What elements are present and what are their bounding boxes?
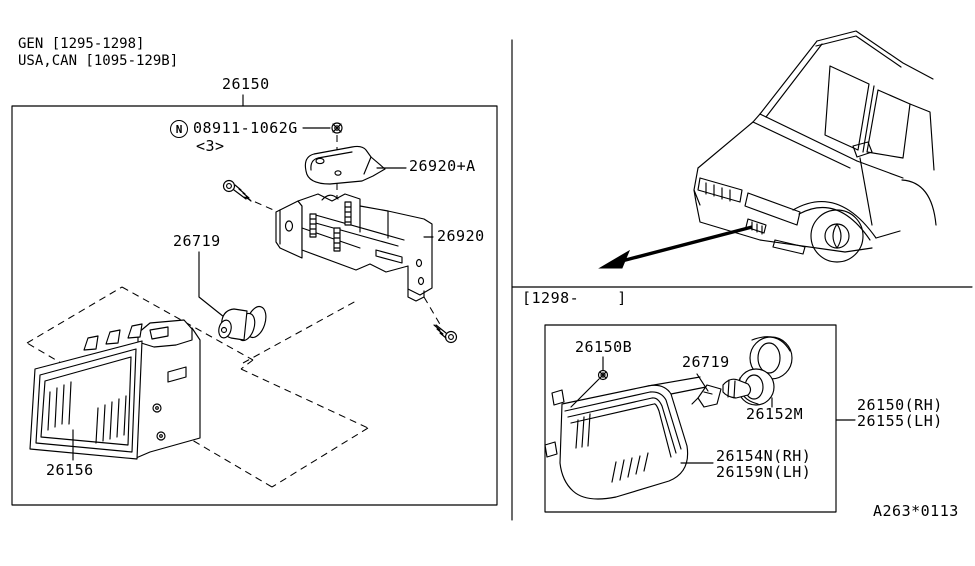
pointer-arrow xyxy=(598,225,753,269)
nut-icon xyxy=(302,122,343,134)
bulb-26719-early-drawing xyxy=(198,251,267,342)
fog-lamp-26156-drawing xyxy=(29,319,201,461)
part-label-26159N-lh: 26159N(LH) xyxy=(716,463,812,481)
part-label-26150B: 26150B xyxy=(575,338,633,356)
fog-lamp-late-drawing xyxy=(544,336,793,500)
nut-symbol-icon: N xyxy=(170,120,188,138)
part-label-26155-lh: 26155(LH) xyxy=(857,412,943,430)
screw-26150B-icon xyxy=(597,369,609,381)
part-label-08911-1062G: 08911-1062G xyxy=(193,119,298,137)
section-dividers xyxy=(511,39,973,521)
bolt-icon-lower xyxy=(433,324,458,344)
bracket-26920-drawing xyxy=(275,193,434,302)
bolt-icon-upper xyxy=(222,179,252,202)
bracket-studs xyxy=(309,201,352,252)
part-label-26154N-rh: 26154N(RH) xyxy=(716,447,812,465)
bracket-plate-26920A-drawing xyxy=(304,145,407,185)
part-label-26150: 26150 xyxy=(222,75,270,93)
late-section-box xyxy=(544,324,856,513)
part-label-26719-early: 26719 xyxy=(173,232,221,250)
part-label-26920: 26920 xyxy=(437,227,485,245)
part-label-26152M: 26152M xyxy=(746,405,804,423)
part-label-26156: 26156 xyxy=(46,461,94,479)
usa-can-range-label: USA,CAN [1095-129B] xyxy=(18,53,179,69)
part-label-26719-late: 26719 xyxy=(682,353,730,371)
gen-range-label: GEN [1295-1298] xyxy=(18,36,145,52)
car-illustration xyxy=(693,30,937,263)
nut-quantity-label: <3> xyxy=(196,137,225,155)
part-label-26150-rh: 26150(RH) xyxy=(857,396,943,414)
early-section-box xyxy=(11,94,498,506)
diagram-code-label: A263*0113 xyxy=(873,502,959,520)
part-label-26920A: 26920+A xyxy=(409,157,476,175)
late-range-label: [1298- ] xyxy=(522,289,627,307)
